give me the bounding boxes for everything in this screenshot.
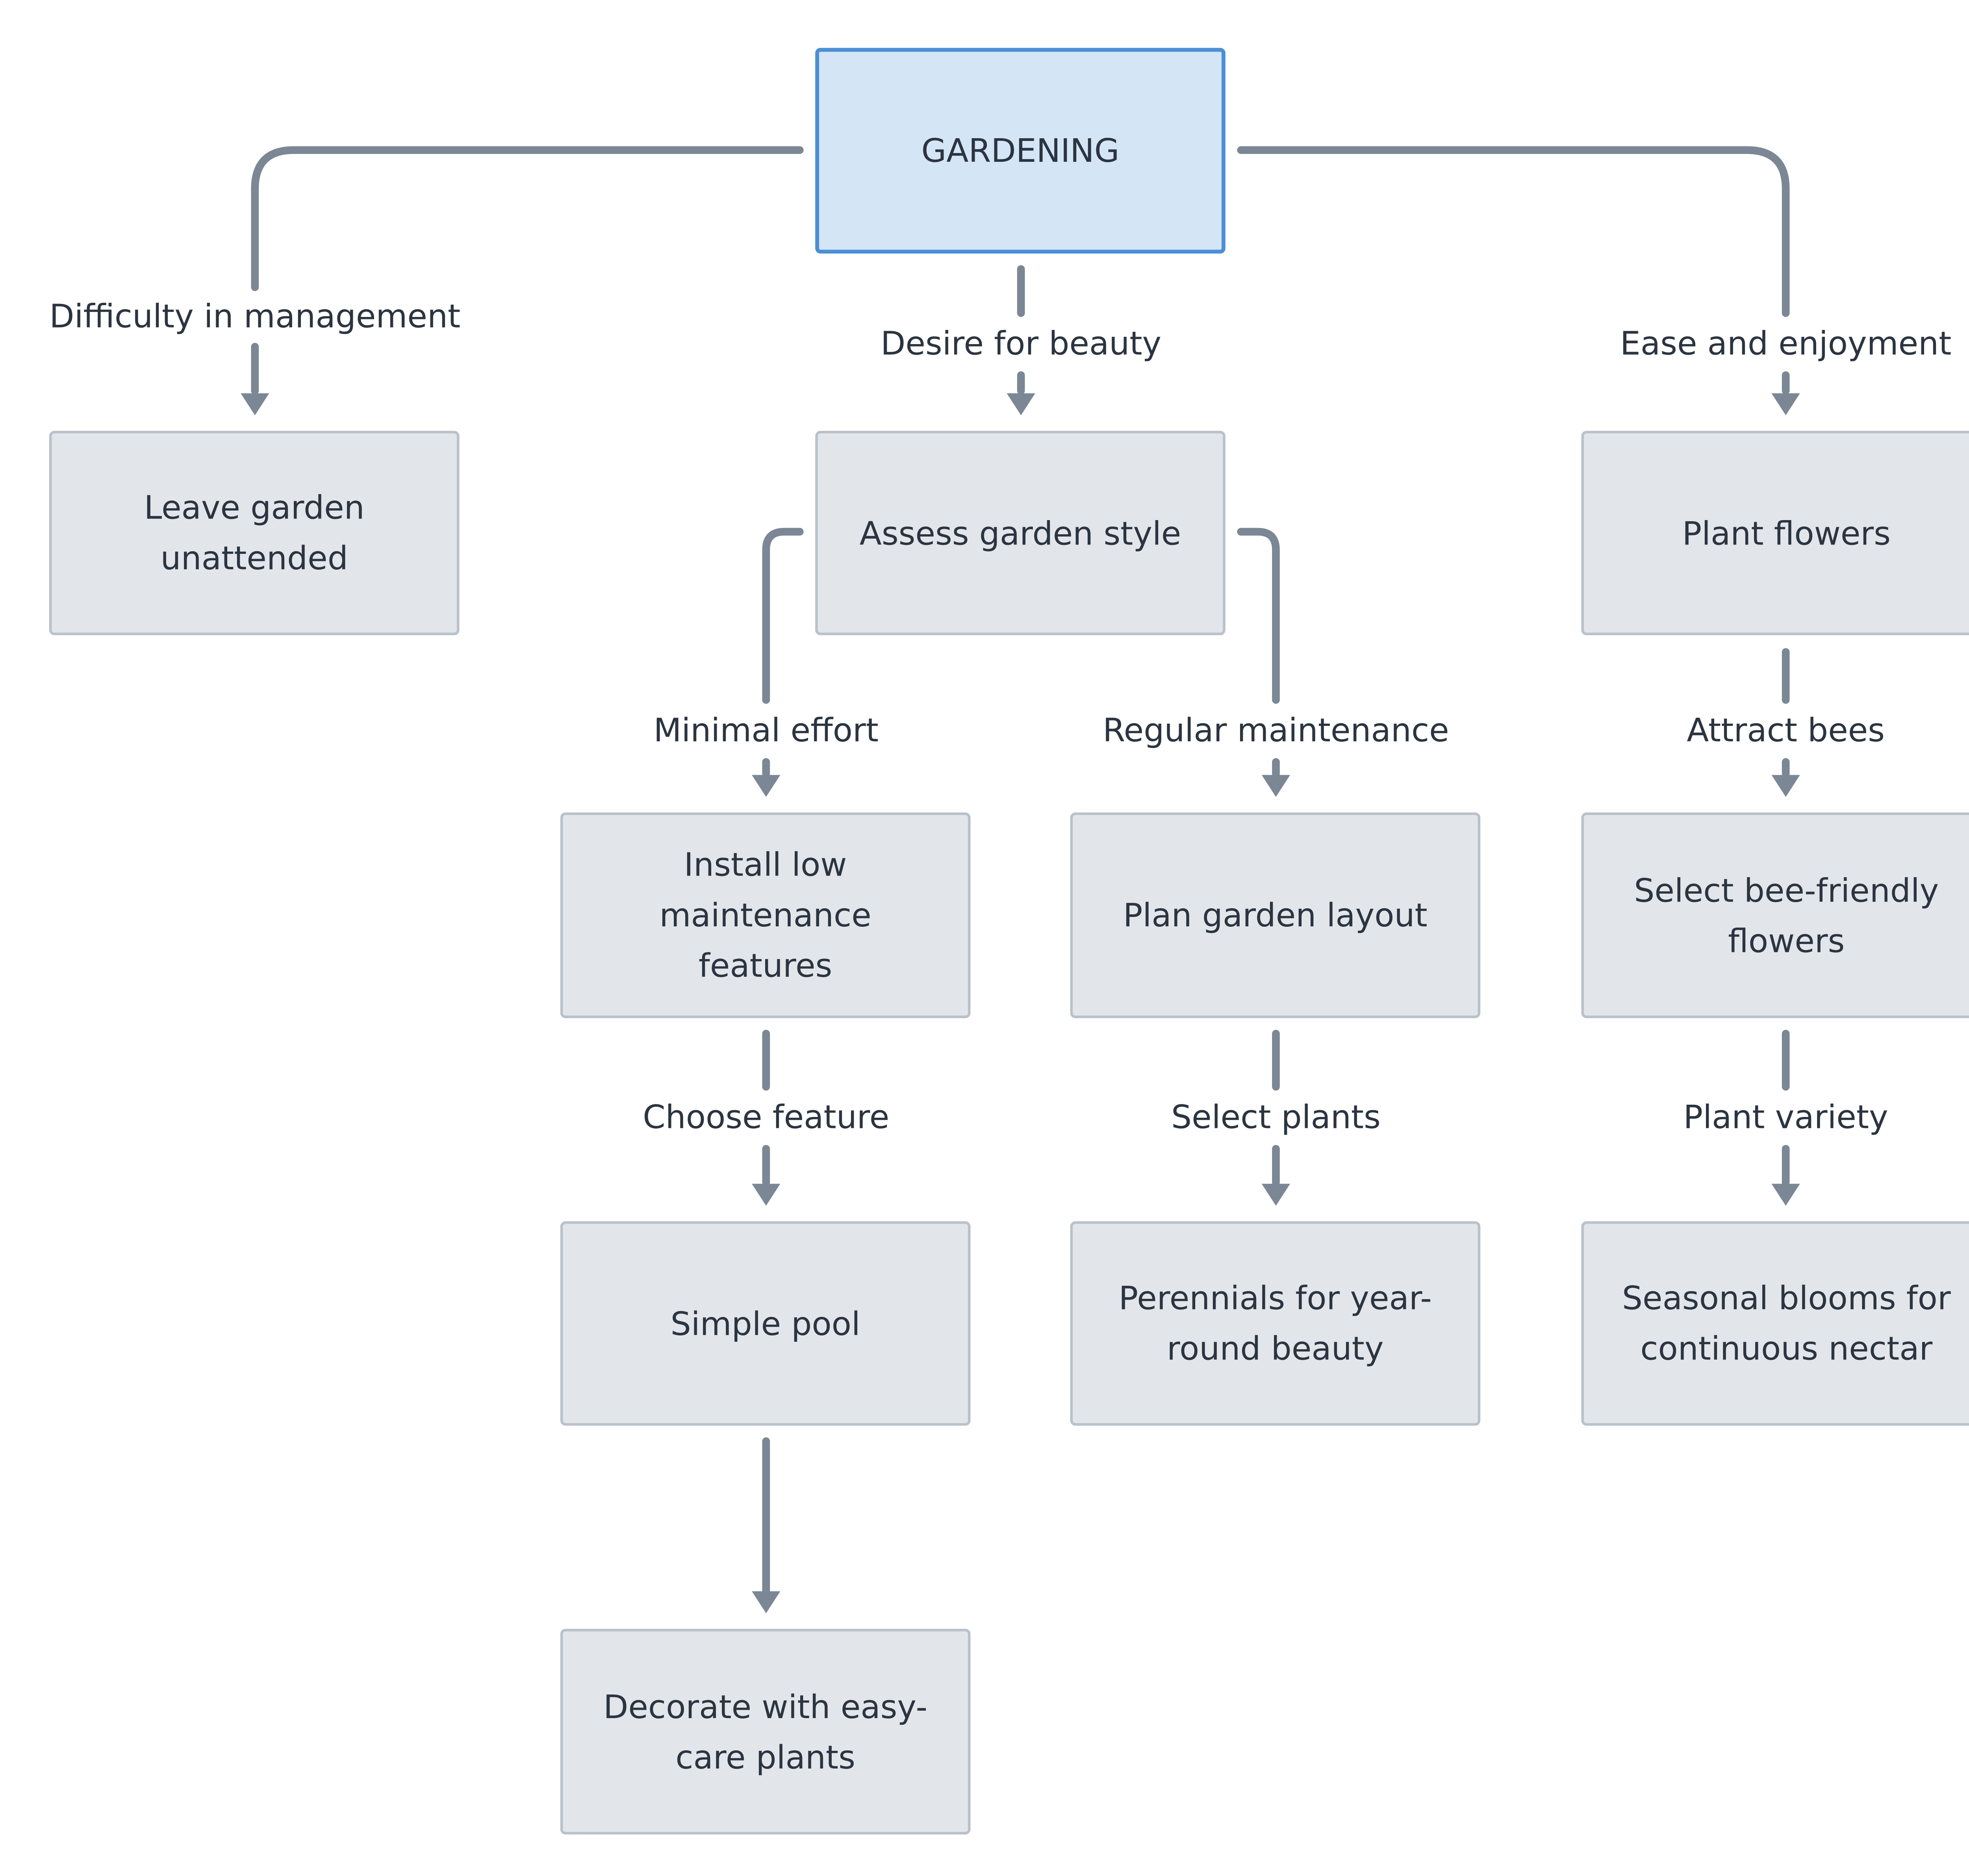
node-install-low-maintenance-label: Install low maintenance features xyxy=(659,846,871,985)
edge-desire-beauty-arrowhead xyxy=(1007,393,1035,415)
node-plant-flowers[interactable]: Plant flowers xyxy=(1581,431,1969,635)
node-perennials[interactable]: Perennials for year-round beauty xyxy=(1070,1221,1481,1426)
node-decorate-easy-care-label: Decorate with easy-care plants xyxy=(603,1687,928,1776)
edge-minimal-effort-arrowhead xyxy=(752,775,781,797)
node-seasonal-blooms-label: Seasonal blooms for continuous nectar xyxy=(1622,1279,1951,1368)
edge-regular-maintenance-arrowhead xyxy=(1261,775,1290,797)
node-select-bee-friendly-label: Select bee-friendly flowers xyxy=(1634,871,1939,959)
edge-label-plant-variety: Plant variety xyxy=(1681,1097,1891,1139)
edge-label-minimal-effort: Minimal effort xyxy=(651,710,881,752)
edge-label-ease-enjoyment: Ease and enjoyment xyxy=(1617,323,1954,365)
edge-label-select-plants: Select plants xyxy=(1168,1097,1383,1139)
edge-plant-variety-arrowhead xyxy=(1771,1183,1800,1206)
node-plan-garden-layout[interactable]: Plan garden layout xyxy=(1070,812,1481,1019)
node-install-low-maintenance[interactable]: Install low maintenance features xyxy=(560,812,971,1019)
edge-label-difficulty: Difficulty in management xyxy=(46,296,463,338)
edge-difficulty-line-upper xyxy=(251,146,804,291)
node-simple-pool-label: Simple pool xyxy=(670,1304,860,1343)
node-plan-garden-layout-label: Plan garden layout xyxy=(1123,896,1428,934)
node-perennials-label: Perennials for year-round beauty xyxy=(1118,1279,1432,1368)
node-select-bee-friendly[interactable]: Select bee-friendly flowers xyxy=(1581,812,1969,1019)
node-leave-garden-unattended-label: Leave garden unattended xyxy=(144,489,365,577)
edge-ease-enjoyment-line-upper xyxy=(1237,146,1790,317)
node-assess-garden-style-label: Assess garden style xyxy=(859,514,1181,552)
edge-minimal-effort-line-upper xyxy=(762,528,804,704)
node-assess-garden-style[interactable]: Assess garden style xyxy=(815,431,1226,635)
edge-regular-maintenance-line-upper xyxy=(1237,528,1280,704)
edge-label-choose-feature: Choose feature xyxy=(640,1097,892,1139)
edge-select-plants-arrowhead xyxy=(1261,1183,1290,1206)
node-gardening[interactable]: GARDENING xyxy=(815,48,1226,254)
edge-ease-enjoyment-arrowhead xyxy=(1771,393,1800,415)
edge-attract-bees-arrowhead xyxy=(1771,775,1800,797)
edge-difficulty-arrowhead xyxy=(241,393,269,415)
node-simple-pool[interactable]: Simple pool xyxy=(560,1221,971,1426)
node-plant-flowers-label: Plant flowers xyxy=(1682,514,1891,552)
edge-label-regular-maintenance: Regular maintenance xyxy=(1100,710,1452,752)
node-decorate-easy-care[interactable]: Decorate with easy-care plants xyxy=(560,1629,971,1835)
edge-label-desire-beauty: Desire for beauty xyxy=(878,323,1164,365)
edge-pool-to-decorate-arrowhead xyxy=(752,1591,781,1613)
node-leave-garden-unattended[interactable]: Leave garden unattended xyxy=(49,431,460,635)
node-gardening-label: GARDENING xyxy=(921,132,1120,170)
node-seasonal-blooms[interactable]: Seasonal blooms for continuous nectar xyxy=(1581,1221,1969,1426)
edge-choose-feature-arrowhead xyxy=(752,1183,781,1206)
edge-label-attract-bees: Attract bees xyxy=(1684,710,1887,752)
